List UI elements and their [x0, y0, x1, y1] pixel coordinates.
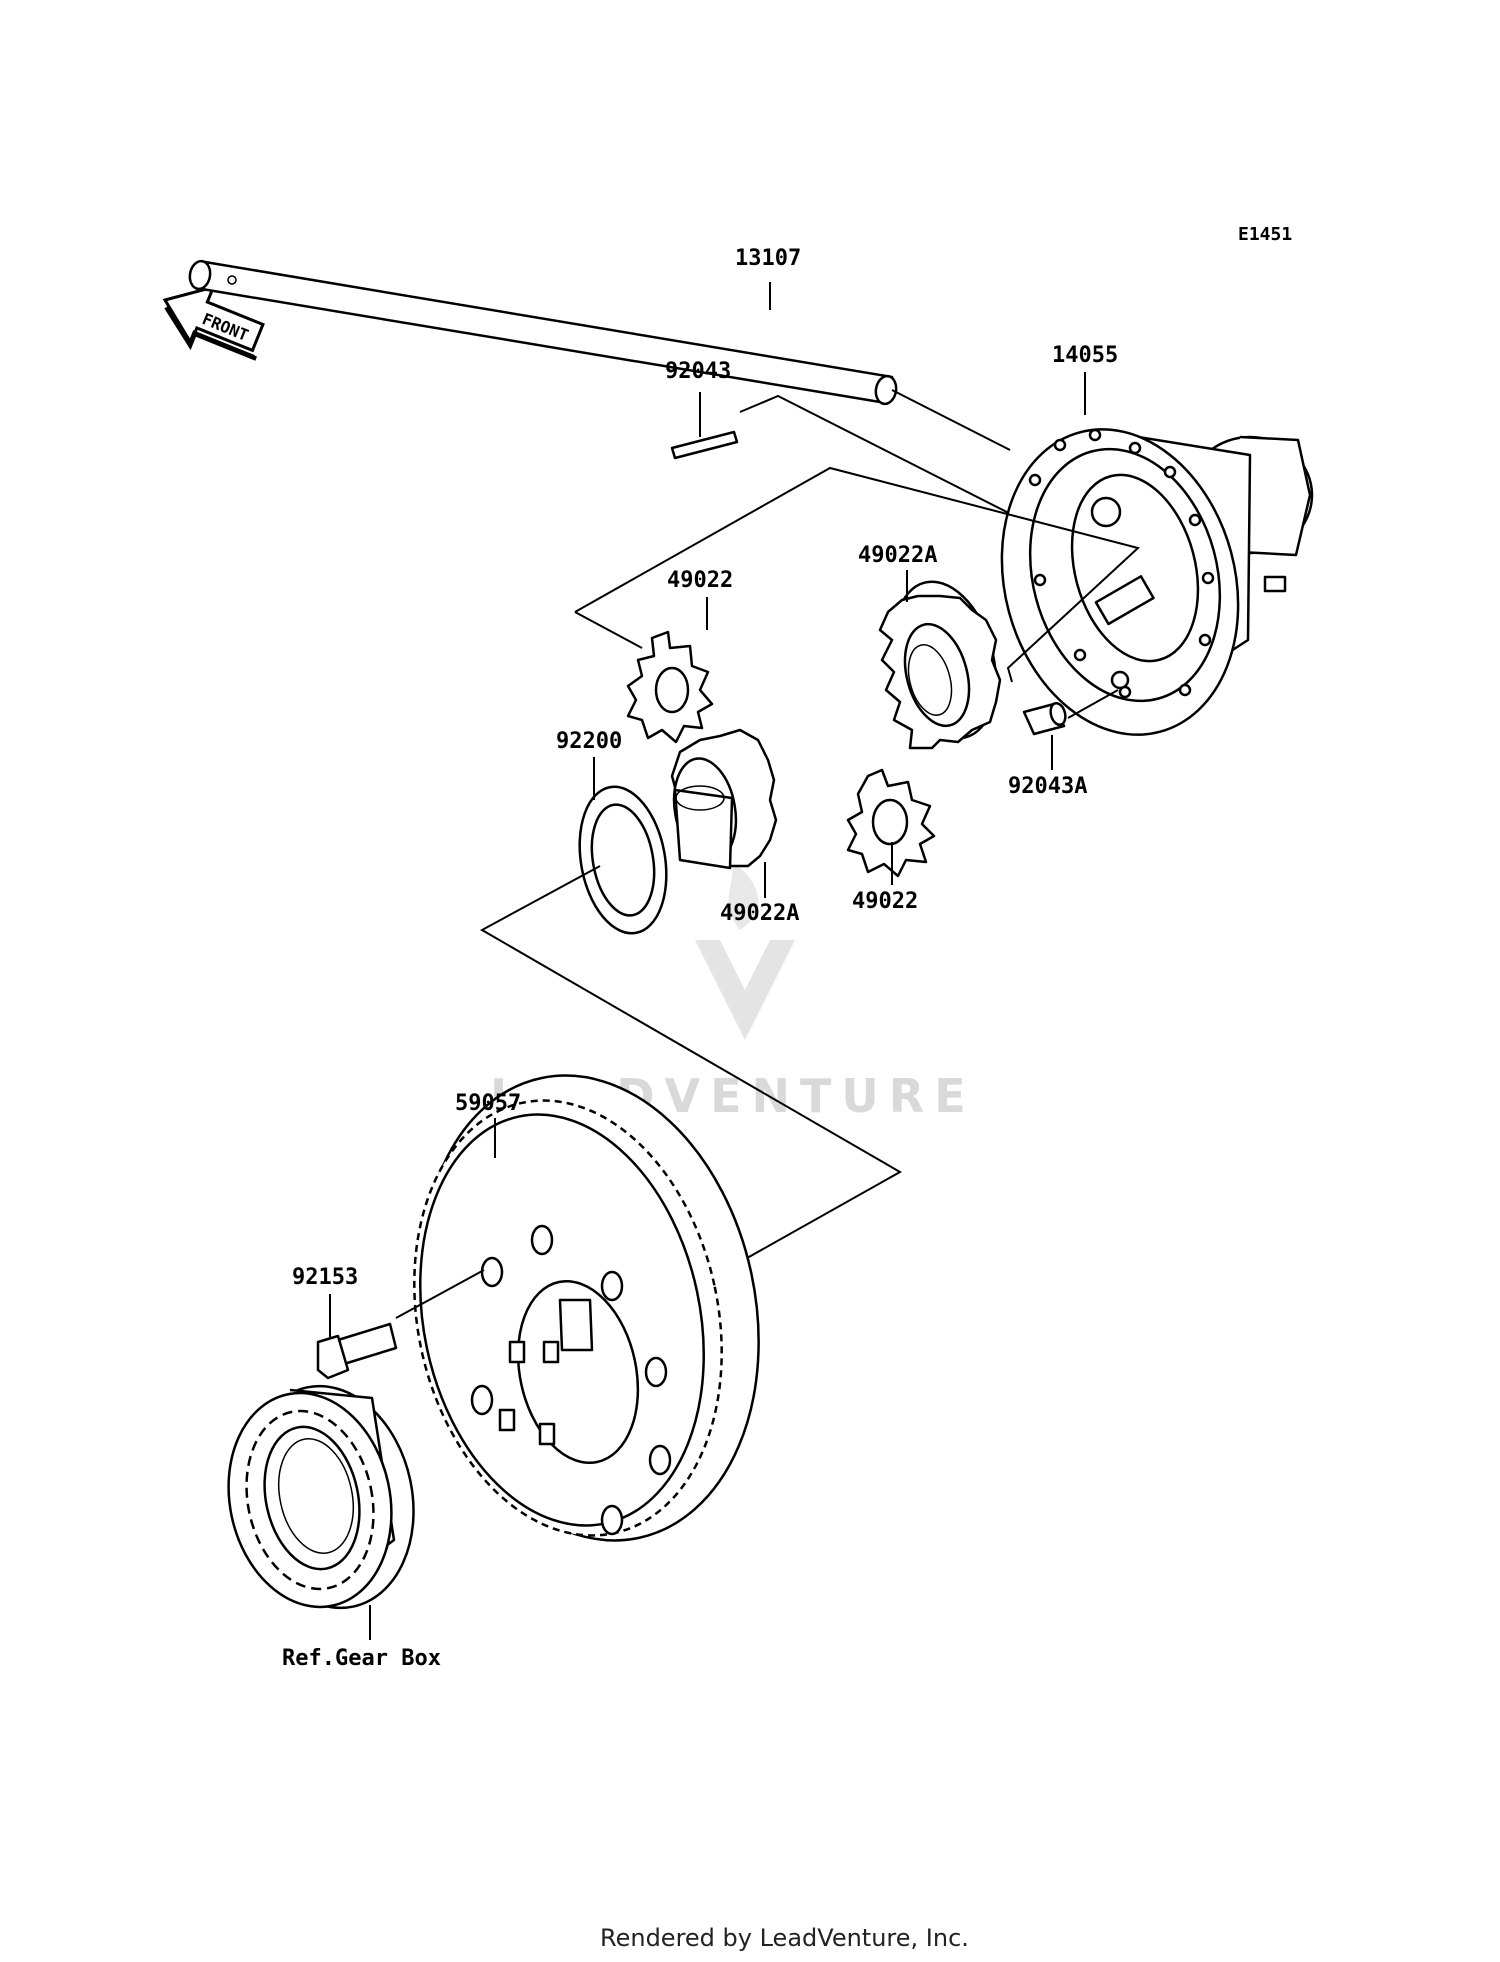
label-13107: 13107: [735, 246, 801, 271]
watermark-logo-icon: [695, 940, 795, 1040]
front-arrow-icon: FRONT: [162, 284, 265, 361]
watermark-flame-icon: [728, 860, 759, 930]
part-92200-washer: [578, 785, 668, 935]
part-59057-ring-gear: [413, 1074, 760, 1542]
part-49022A-side-gear-bottom: [670, 728, 778, 870]
label-49022A-bottom: 49022A: [720, 901, 799, 926]
ring-gear-bolt-holes: [470, 1224, 672, 1536]
footer-credit: Rendered by LeadVenture, Inc.: [600, 1924, 969, 1952]
label-92043A: 92043A: [1008, 774, 1087, 799]
label-92043: 92043: [665, 359, 731, 384]
part-13107-shaft: [188, 259, 898, 406]
label-59057: 59057: [455, 1091, 521, 1116]
ring-gear-hub-teeth: [498, 1340, 560, 1446]
part-14055-differential-case: [1000, 428, 1314, 736]
part-49022A-side-gear-top: [878, 580, 1002, 750]
label-14055: 14055: [1052, 343, 1118, 368]
part-49022-pinion-top: [626, 630, 714, 744]
part-92153-bolt: [316, 1322, 398, 1380]
part-49022-pinion-bottom: [846, 768, 936, 878]
label-49022-top: 49022: [667, 568, 733, 593]
case-bolt-holes: [1028, 428, 1215, 699]
part-92043-pin: [670, 430, 739, 460]
label-92153: 92153: [292, 1265, 358, 1290]
part-92043A-pin: [1022, 701, 1067, 736]
label-ref-gear-box: Ref.Gear Box: [282, 1646, 441, 1671]
label-49022A-top: 49022A: [858, 543, 937, 568]
part-bearing-ref-gear-box: [227, 1384, 415, 1610]
diagram-code: E1451: [1238, 224, 1292, 245]
label-49022-bottom: 49022: [852, 889, 918, 914]
label-92200: 92200: [556, 729, 622, 754]
